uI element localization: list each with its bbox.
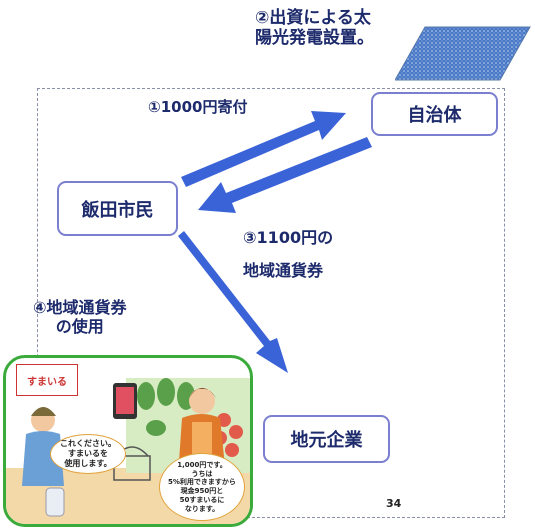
sumairu-sign-text: すまいる [27, 376, 67, 388]
label-usage-line1: ④地域通貨券 [33, 298, 127, 317]
node-local-business-label: 地元企業 [290, 430, 363, 451]
arrow-usage [178, 231, 288, 373]
label-donation: ①1000円寄付 [148, 98, 248, 116]
label-voucher-line1: ③1100円の [243, 228, 334, 247]
node-citizen: 飯田市民 [57, 181, 178, 236]
page-number: 34 [386, 497, 402, 510]
label-investment: ②出資による太 陽光発電設置。 [255, 8, 374, 49]
label-voucher-line2: 地域通貨券 [243, 261, 324, 281]
node-citizen-label: 飯田市民 [81, 199, 154, 221]
solar-panel-icon [395, 26, 531, 81]
customer-speech-bubble: これください。 すまいるを 使用します。 [50, 434, 126, 474]
label-investment-line1: ②出資による太 [255, 8, 371, 28]
label-investment-line2: 陽光発電設置。 [255, 28, 374, 49]
clerk-speech-bubble: 1,000円です。 うちは 5%利用できますから 現金950円と 50すまいるに… [159, 453, 245, 521]
arrow-donation [181, 111, 346, 187]
node-local-business: 地元企業 [263, 415, 390, 463]
node-municipality-label: 自治体 [407, 105, 462, 126]
label-usage: ④地域通貨券 の使用 [33, 298, 127, 336]
label-voucher: ③1100円の 地域通貨券 [243, 228, 333, 280]
sumairu-sign: すまいる [16, 364, 78, 396]
clerk-speech-text: 1,000円です。 うちは 5%利用できますから 現金950円と 50すまいるに… [168, 460, 236, 513]
arrow-voucher [198, 137, 372, 213]
label-usage-line2: の使用 [55, 317, 104, 337]
shop-illustration: すまいる これください。 すまいるを 使用します。 1,000円です。 うちは … [3, 355, 253, 527]
node-municipality: 自治体 [371, 92, 498, 136]
system-boundary-frame [37, 88, 505, 518]
customer-speech-text: これください。 すまいるを 使用します。 [60, 439, 116, 468]
